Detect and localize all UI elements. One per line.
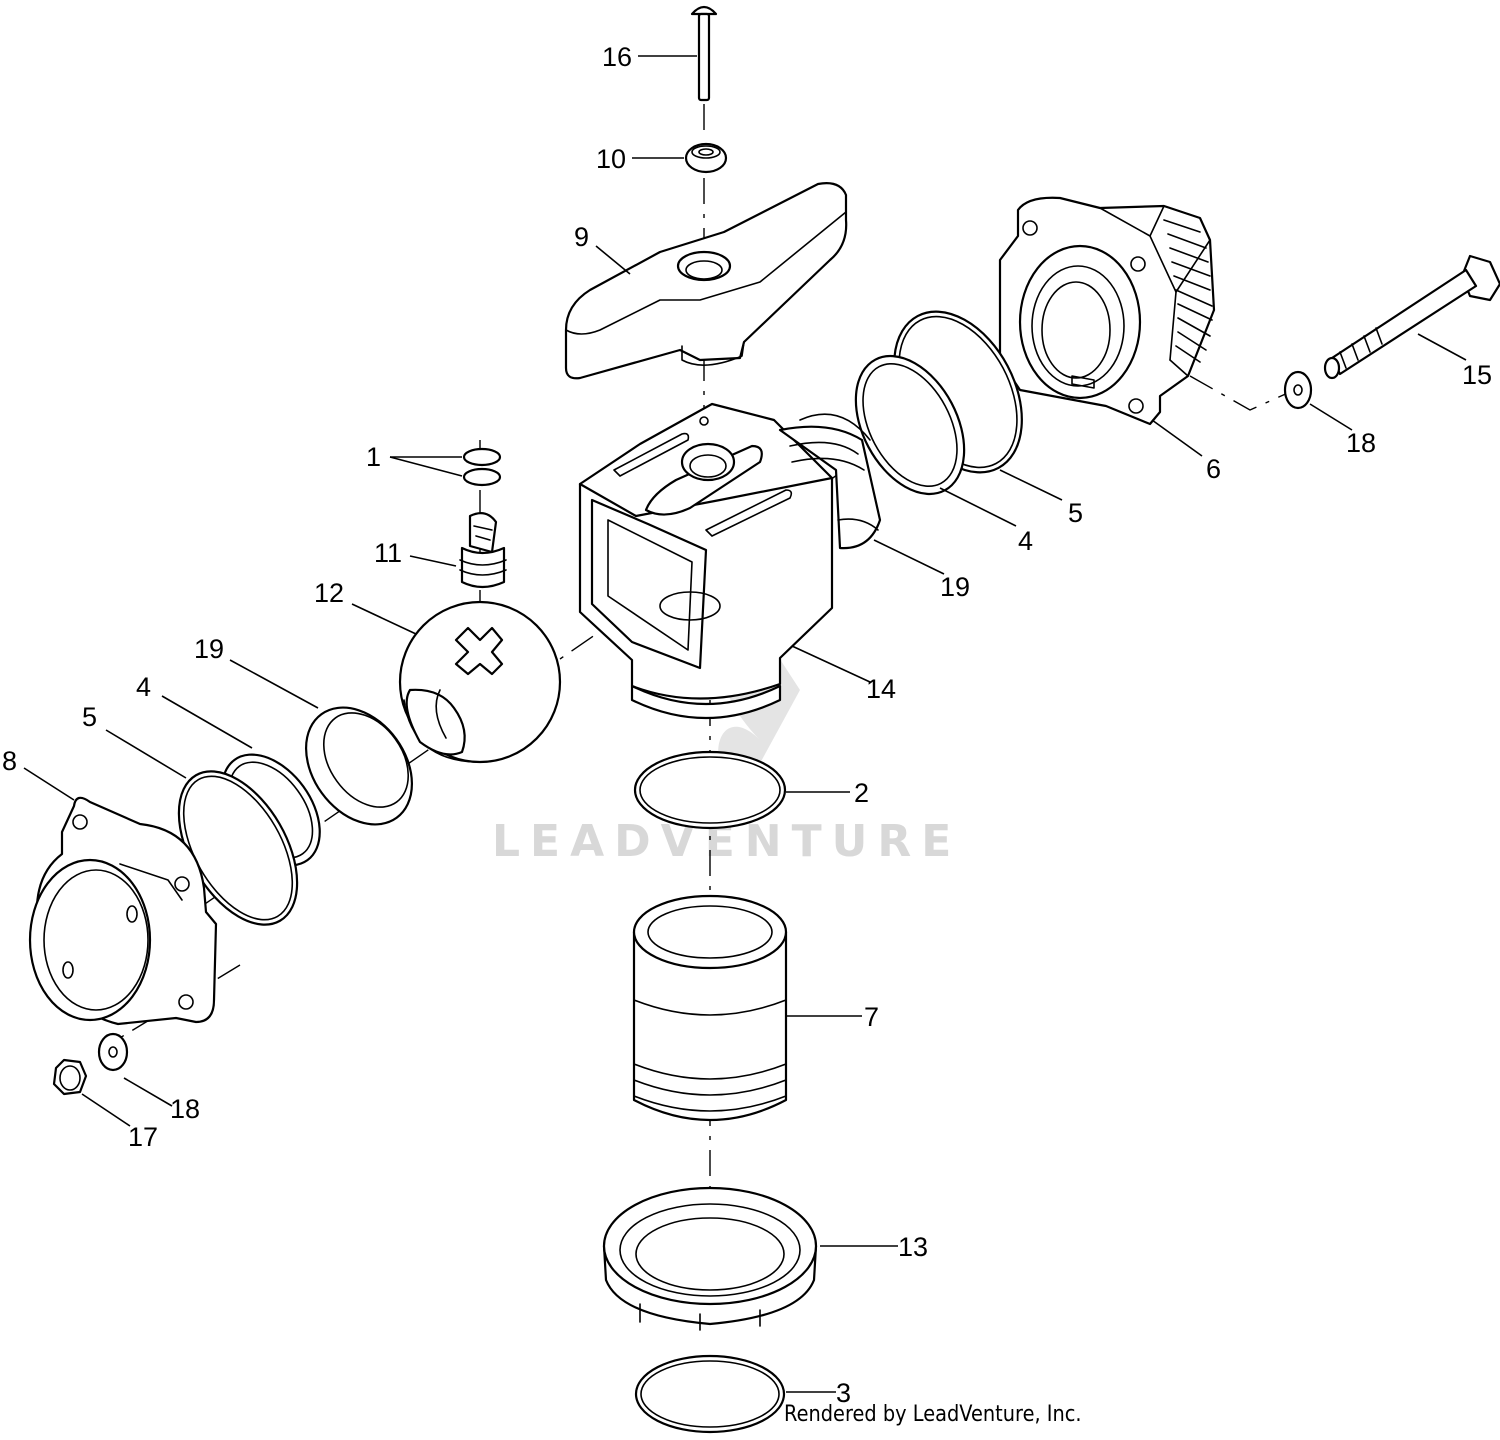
render-credit: Rendered by LeadVenture, Inc.: [784, 1402, 1082, 1427]
part-14-valve-body: [578, 402, 882, 719]
part-18-washer-left: [97, 1032, 129, 1072]
callout-5-left: 5: [82, 702, 97, 732]
leader-lines: [23, 55, 1467, 1393]
part-19-seat-right: [799, 413, 871, 441]
part-13-coupling-nut: [602, 1186, 818, 1331]
callout-5-right: 5: [1068, 498, 1083, 528]
callout-8: 8: [2, 746, 17, 776]
callouts: 16 10 9 1 11 12 19 4 5 8 18 17 14 19 4 5…: [2, 42, 1492, 1408]
callout-12: 12: [314, 578, 344, 608]
callout-16: 16: [602, 42, 632, 72]
part-1-orings: [462, 447, 502, 487]
part-15-bolt: [1323, 254, 1500, 380]
part-12-ball: [398, 600, 562, 764]
callout-6: 6: [1206, 454, 1221, 484]
part-18-washer-right: [1283, 370, 1313, 410]
part-11-stem: [459, 511, 507, 589]
part-7-tailpiece: [632, 894, 788, 1121]
part-8-flange-left: [28, 796, 218, 1026]
part-19-seat-left: [304, 706, 414, 826]
callout-15: 15: [1462, 360, 1492, 390]
callout-3: 3: [836, 1378, 851, 1408]
part-2-oring: [633, 750, 787, 830]
part-9-handle: [564, 182, 848, 380]
callout-10: 10: [596, 144, 626, 174]
part-17-nut: [52, 1058, 88, 1096]
part-10-bearing: [684, 142, 728, 174]
callout-9: 9: [574, 222, 589, 252]
part-16-screw: [690, 5, 718, 102]
callout-19-left: 19: [194, 634, 224, 664]
callout-2: 2: [854, 778, 869, 808]
callout-13: 13: [898, 1232, 928, 1262]
callout-4-right: 4: [1018, 526, 1033, 556]
callout-18-right: 18: [1346, 428, 1376, 458]
callout-19-right: 19: [940, 572, 970, 602]
part-6-flange-right: [998, 196, 1216, 426]
callout-14: 14: [866, 674, 896, 704]
callout-11: 11: [374, 538, 402, 568]
callout-17: 17: [128, 1122, 158, 1152]
part-3-oring: [634, 1354, 786, 1434]
callout-4-left: 4: [136, 672, 151, 702]
callout-18-left: 18: [170, 1094, 200, 1124]
callout-7: 7: [864, 1002, 879, 1032]
callout-1: 1: [366, 442, 381, 472]
